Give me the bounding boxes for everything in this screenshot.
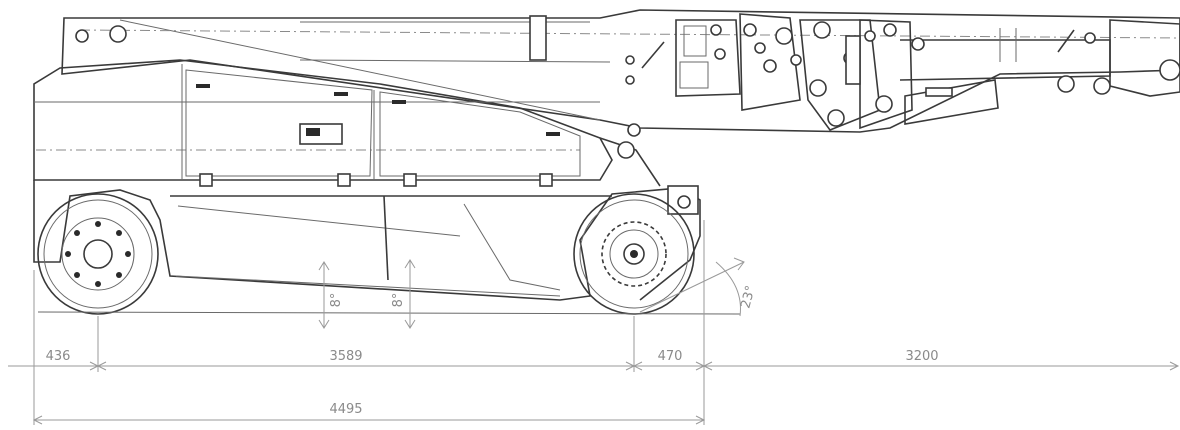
approach-angle-label-1: 8° xyxy=(329,293,344,308)
dimension-overall-length: 4495 xyxy=(329,402,362,417)
chassis-body xyxy=(33,59,701,301)
dimension-rear-overhang: 470 xyxy=(658,349,683,364)
rear-wheel xyxy=(37,193,159,315)
ground-line xyxy=(37,311,741,315)
dimension-row-1 xyxy=(8,361,1180,371)
approach-angle-label-2: 8° xyxy=(391,293,406,308)
approach-angle-marker-2 xyxy=(404,259,416,329)
dimension-wheelbase: 3589 xyxy=(329,349,362,364)
approach-angle-marker-1 xyxy=(318,261,330,329)
departure-angle-marker xyxy=(639,257,745,317)
dimension-front-overhang: 436 xyxy=(46,349,71,364)
front-wheel xyxy=(573,193,695,315)
boom xyxy=(61,9,1180,133)
departure-angle-label: 23° xyxy=(738,284,758,310)
dimension-extension-lines xyxy=(33,220,705,425)
dimension-boom-extension: 3200 xyxy=(905,349,938,364)
dimension-row-2 xyxy=(32,415,706,425)
